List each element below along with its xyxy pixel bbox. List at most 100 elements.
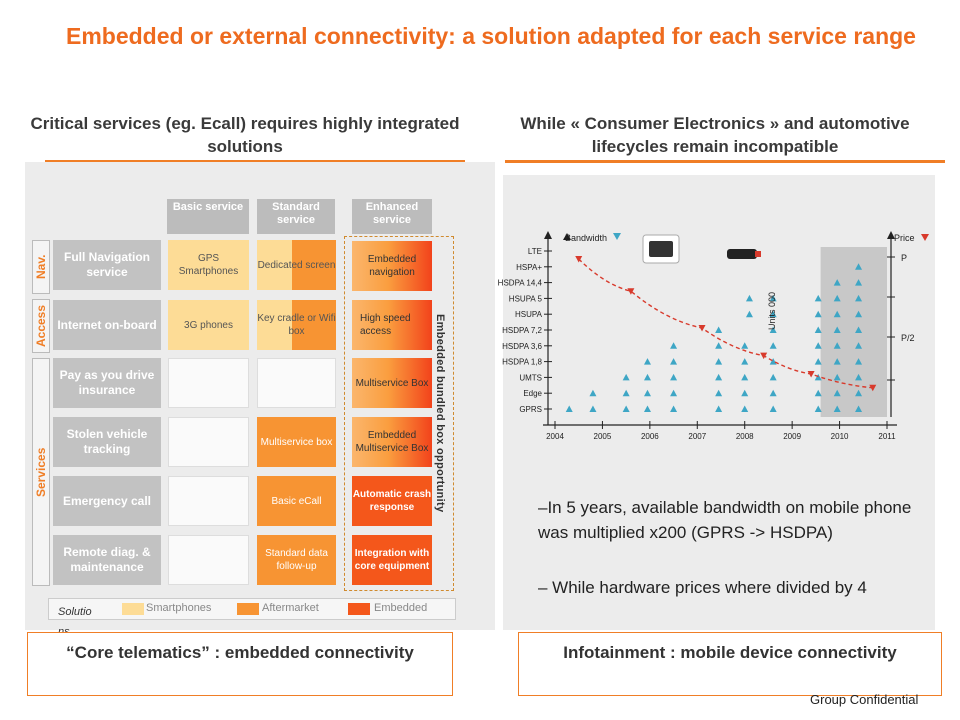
- core-telematics-box: “Core telematics” : embedded connectivit…: [27, 632, 453, 696]
- left-subtitle: Critical services (eg. Ecall) requires h…: [30, 114, 460, 156]
- x-tick-label: 2011: [878, 432, 896, 441]
- x-tick-label: 2006: [641, 432, 659, 441]
- phone-device-icon: [642, 234, 680, 264]
- bandwidth-point: [643, 405, 651, 412]
- bandwidth-point: [855, 294, 863, 302]
- units-annotation: Units 000: [767, 292, 777, 330]
- legend-swatch-aftermarket: [237, 603, 259, 615]
- price-trend-line: [578, 258, 873, 389]
- y-tick-label: HSDPA 1,8: [502, 358, 542, 367]
- bandwidth-point: [741, 342, 749, 349]
- right-tick-label: P: [901, 253, 907, 263]
- bandwidth-point: [745, 310, 753, 318]
- y-tick-label: HSDPA 3,6: [502, 342, 542, 351]
- y-tick-label: HSDPA 14,4: [498, 279, 543, 288]
- bandwidth-point: [814, 326, 822, 333]
- price-legend-triangle: [921, 234, 929, 241]
- footer-confidential: Group Confidential: [810, 692, 919, 707]
- bandwidth-point: [769, 373, 777, 381]
- group-access-label: Access: [32, 299, 50, 353]
- bandwidth-point: [814, 342, 822, 349]
- group-nav-label: Nav.: [32, 240, 50, 294]
- x-tick-label: 2005: [594, 432, 612, 441]
- cell-enhanced-internet: High speed access: [352, 300, 432, 350]
- price-point: [807, 371, 815, 378]
- bandwidth-point: [643, 373, 651, 381]
- cell-basic-tracking: [168, 417, 249, 467]
- bandwidth-legend-label: Bandwidth: [565, 233, 607, 243]
- bandwidth-point: [855, 326, 863, 333]
- x-tick-label: 2007: [688, 432, 706, 441]
- bandwidth-point: [833, 279, 841, 286]
- right-divider: [505, 160, 945, 163]
- price-point: [575, 256, 583, 263]
- bullet-bandwidth: –In 5 years, available bandwidth on mobi…: [538, 498, 912, 542]
- bandwidth-point: [715, 373, 723, 381]
- chart-axes: [543, 231, 897, 429]
- legend-swatch-smartphones: [122, 603, 144, 615]
- bandwidth-point: [622, 405, 630, 412]
- column-standard-service: Standard service: [257, 199, 335, 234]
- bullet-price: – While hardware prices where divided by…: [538, 578, 867, 597]
- bandwidth-point: [855, 263, 863, 270]
- column-enhanced-service: Enhanced service: [352, 199, 432, 234]
- x-tick-label: 2010: [831, 432, 849, 441]
- cell-basic-navigation: GPS Smartphones: [168, 240, 249, 290]
- bandwidth-point: [741, 373, 749, 381]
- bandwidth-point: [622, 389, 630, 397]
- column-basic-service: Basic service: [167, 199, 249, 234]
- cell-basic-ecall: [168, 476, 249, 526]
- bandwidth-point: [855, 373, 863, 381]
- x-tick-label: 2004: [546, 432, 564, 441]
- bandwidth-point: [833, 326, 841, 333]
- service-stolen-vehicle-tracking: Stolen vehicle tracking: [53, 417, 161, 467]
- bandwidth-point: [814, 405, 822, 412]
- bandwidth-point: [670, 405, 678, 412]
- bandwidth-point: [589, 405, 597, 412]
- legend-label-embedded: Embedded: [374, 602, 428, 614]
- cell-standard-ecall: Basic eCall: [257, 476, 336, 526]
- right-axis-arrow: [887, 231, 895, 239]
- bandwidth-point: [769, 405, 777, 412]
- bandwidth-point: [833, 405, 841, 412]
- bandwidth-point: [715, 358, 723, 365]
- cell-basic-remotediag: [168, 535, 249, 585]
- bandwidth-point: [855, 358, 863, 365]
- bandwidth-point: [565, 405, 573, 412]
- bandwidth-point: [715, 326, 723, 333]
- price-legend-label: Price: [894, 233, 915, 243]
- chart-bandwidth-marks: [565, 263, 863, 412]
- bandwidth-point: [670, 389, 678, 397]
- bandwidth-point: [855, 389, 863, 397]
- usb-modem-icon: [727, 249, 761, 259]
- y-tick-label: UMTS: [519, 373, 542, 382]
- bandwidth-point: [715, 342, 723, 349]
- group-services-label: Services: [32, 358, 50, 586]
- bandwidth-point: [855, 342, 863, 349]
- chart-price-marks: [575, 256, 877, 392]
- left-axis-arrow: [544, 231, 552, 239]
- bandwidth-point: [643, 389, 651, 397]
- chart-legend-bandwidth: Bandwidth: [563, 233, 621, 243]
- chart-recent-period-band: [820, 247, 887, 417]
- y-tick-label: HSUPA: [515, 310, 543, 319]
- embedded-opportunity-outline: [344, 236, 454, 591]
- bandwidth-point: [589, 389, 597, 397]
- bandwidth-point: [814, 389, 822, 397]
- cell-enhanced-payasyoudrive: Multiservice Box: [352, 358, 432, 408]
- infotainment-text: Infotainment : mobile device connectivit…: [563, 643, 897, 662]
- bandwidth-point: [833, 310, 841, 318]
- cell-basic-payasyoudrive: [168, 358, 249, 408]
- bandwidth-point: [814, 294, 822, 302]
- legend-label-aftermarket: Aftermarket: [262, 602, 319, 614]
- bandwidth-point: [833, 294, 841, 302]
- cell-enhanced-remotediag: Integration with core equipment: [352, 535, 432, 585]
- y-tick-label: LTE: [528, 247, 542, 256]
- embedded-opportunity-label: Embedded bundled box opportunity: [434, 313, 446, 513]
- core-telematics-text: “Core telematics” : embedded connectivit…: [66, 643, 414, 662]
- cell-standard-navigation: Dedicated screen: [257, 240, 336, 290]
- y-tick-label: HSPA+: [516, 263, 542, 272]
